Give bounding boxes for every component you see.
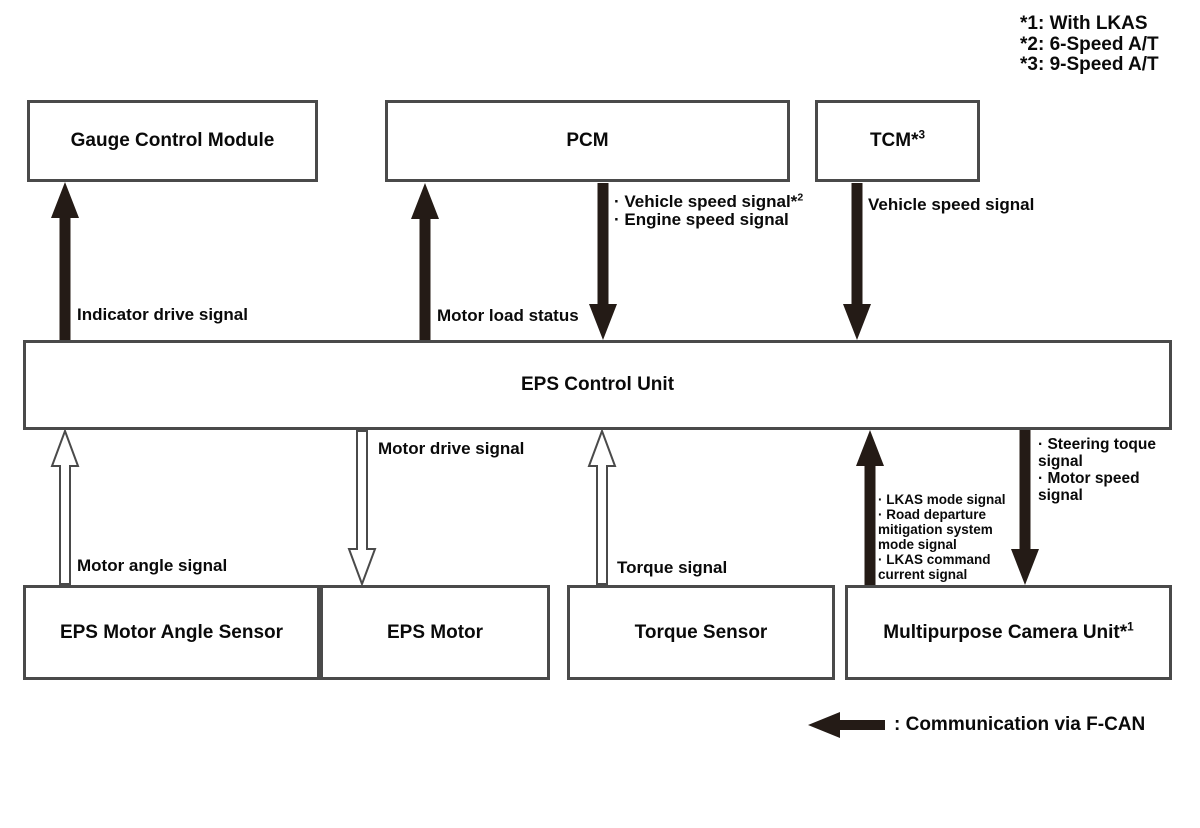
box-eps-motor: EPS Motor	[320, 585, 550, 680]
box-torque-sensor-label: Torque Sensor	[634, 621, 768, 643]
arrow-up-angle-sensor-to-eps-icon	[50, 430, 80, 585]
arrow-down-eps-to-motor-icon	[347, 430, 377, 585]
tcm-footnote-sup: 3	[918, 128, 926, 142]
label-motor-drive-signal: Motor drive signal	[378, 439, 525, 458]
camera-footnote-sup: 1	[1127, 620, 1134, 634]
footnote-legend: *1: With LKAS *2: 6-Speed A/T *3: 9-Spee…	[1020, 13, 1159, 76]
label-camera-up-signals: · LKAS mode signal · Road departure miti…	[878, 492, 1006, 582]
label-motor-angle-signal: Motor angle signal	[77, 556, 228, 575]
arrow-up-eps-to-pcm-icon	[411, 183, 439, 340]
arrow-up-torque-sensor-to-eps-icon	[587, 430, 617, 585]
fcan-legend: : Communication via F-CAN	[808, 711, 1145, 739]
box-gauge-control-module-label: Gauge Control Module	[70, 130, 275, 151]
arrow-down-tcm-to-eps-icon	[843, 183, 871, 340]
box-gauge-control-module: Gauge Control Module	[27, 100, 318, 182]
label-steering-motor-speed-signals: · Steering toque signal · Motor speed si…	[1038, 436, 1156, 504]
box-multipurpose-camera-unit-label: Multipurpose Camera Unit*1	[883, 620, 1134, 643]
box-multipurpose-camera-unit: Multipurpose Camera Unit*1	[845, 585, 1172, 680]
box-eps-motor-angle-sensor-label: EPS Motor Angle Sensor	[59, 621, 284, 643]
label-torque-signal: Torque signal	[617, 558, 728, 577]
label-tcm-vehicle-speed-signal: Vehicle speed signal	[868, 195, 1035, 214]
arrow-down-pcm-to-eps-icon	[589, 183, 617, 340]
box-eps-motor-angle-sensor: EPS Motor Angle Sensor	[23, 585, 320, 680]
label-engine-speed-signal: · Engine speed signal	[614, 210, 789, 229]
arrow-down-eps-to-camera-icon	[1011, 430, 1039, 585]
box-torque-sensor: Torque Sensor	[567, 585, 835, 680]
footnote-3: *3: 9-Speed A/T	[1020, 54, 1159, 75]
label-motor-load-status: Motor load status	[437, 306, 579, 325]
footnote-1: *1: With LKAS	[1020, 13, 1148, 34]
arrow-up-eps-to-gauge-icon	[51, 182, 79, 340]
box-tcm: TCM*3	[815, 100, 980, 182]
footnote-2: *2: 6-Speed A/T	[1020, 33, 1159, 55]
box-pcm: PCM	[385, 100, 790, 182]
box-eps-control-unit-label: EPS Control Unit	[520, 374, 675, 395]
box-tcm-label: TCM*3	[869, 128, 926, 151]
box-pcm-label: PCM	[566, 130, 609, 151]
box-eps-motor-label: EPS Motor	[386, 621, 484, 643]
label-pcm-down-signals: · Vehicle speed signal*2 · Engine speed …	[614, 191, 804, 229]
fcan-legend-text: : Communication via F-CAN	[894, 714, 1146, 735]
arrow-up-camera-to-eps-icon	[856, 430, 884, 585]
arrow-left-icon	[808, 712, 885, 738]
label-indicator-drive-signal: Indicator drive signal	[77, 305, 248, 324]
box-eps-control-unit: EPS Control Unit	[23, 340, 1172, 430]
label-vehicle-speed-signal-s2: · Vehicle speed signal*2	[614, 191, 804, 211]
